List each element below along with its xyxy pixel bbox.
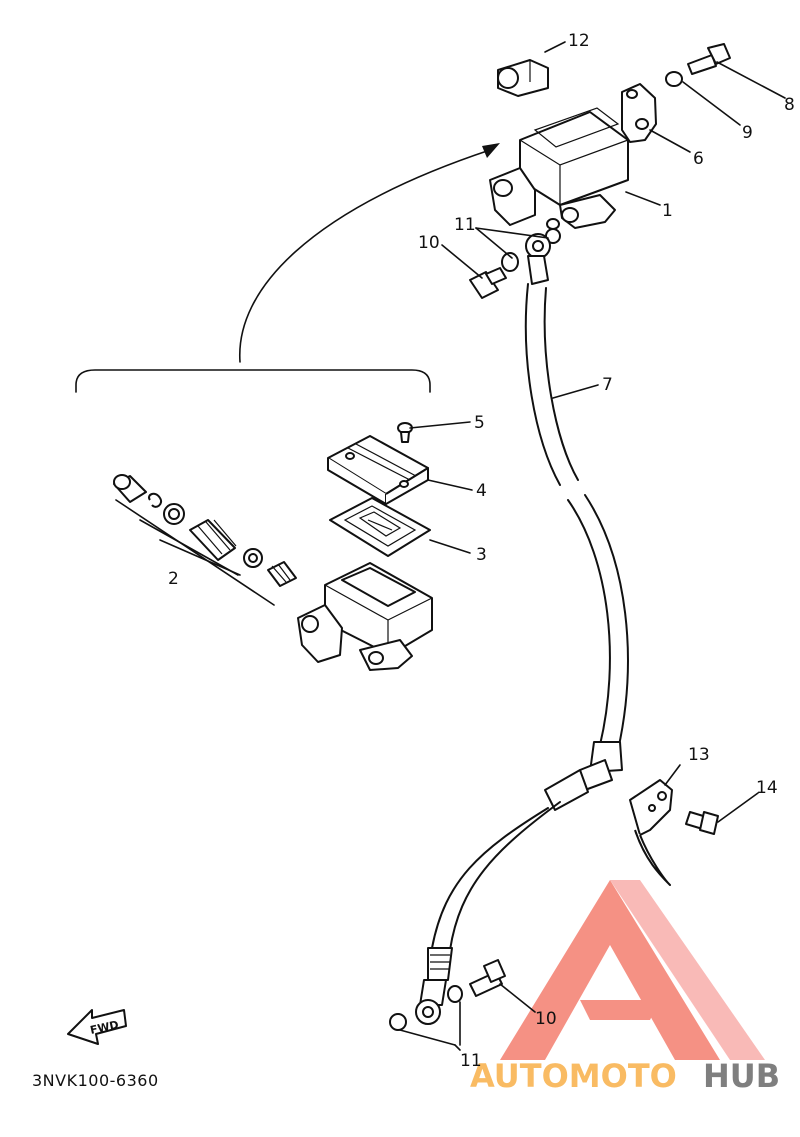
part-10-lower-bolt [469,959,506,997]
leader-lines [399,41,786,1051]
callout-1: 1 [662,201,673,221]
exploded-master-cylinder-body [297,562,433,671]
part-8-bolt [687,43,731,75]
part-13-hose-guide [629,779,673,886]
callout-14: 14 [756,778,778,798]
part-4-reservoir-cap [327,435,429,505]
part-14-bolt [685,811,719,835]
part-2-piston-kit [113,474,297,606]
callout-12: 12 [568,31,590,51]
callout-11-upper: 11 [454,215,476,235]
watermark-logo: AUTOMOTO HUB [470,880,780,1095]
callout-6: 6 [693,149,704,169]
part-3-diaphragm [329,497,431,557]
part-7-brake-hose [427,283,629,981]
exploded-view-bracket [75,369,431,393]
fwd-arrow-icon: FWD [67,1009,127,1045]
part-11-lower-washer-a [389,1013,407,1031]
part-9-washer [665,71,683,87]
watermark-text-gray: HUB [703,1057,780,1095]
part-11-upper-washer-a [501,252,519,272]
part-1-master-cylinder [489,107,629,230]
part-11-lower-washer-b [447,985,463,1003]
callout-2: 2 [168,569,179,589]
callout-13: 13 [688,745,710,765]
callout-8: 8 [784,95,795,115]
callout-3: 3 [476,545,487,565]
watermark-text-orange: AUTOMOTO [470,1057,677,1095]
part-12-boot [497,59,549,97]
fwd-label: FWD [89,1018,120,1037]
banjo-lower [415,979,447,1025]
callout-4: 4 [476,481,487,501]
part-10-upper-bolt [469,267,507,299]
callout-5: 5 [474,413,485,433]
banjo-upper [525,233,551,285]
reference-arrowhead [482,143,500,158]
callout-10-lower: 10 [535,1009,557,1029]
callout-10-upper: 10 [418,233,440,253]
callout-7: 7 [602,375,613,395]
callout-9: 9 [742,123,753,143]
reference-arrow [239,149,491,363]
part-5-screw [397,422,413,443]
part-code: 3NVK100-6360 [32,1071,159,1090]
callout-11-lower: 11 [460,1051,482,1071]
part-6-holder [621,83,657,143]
